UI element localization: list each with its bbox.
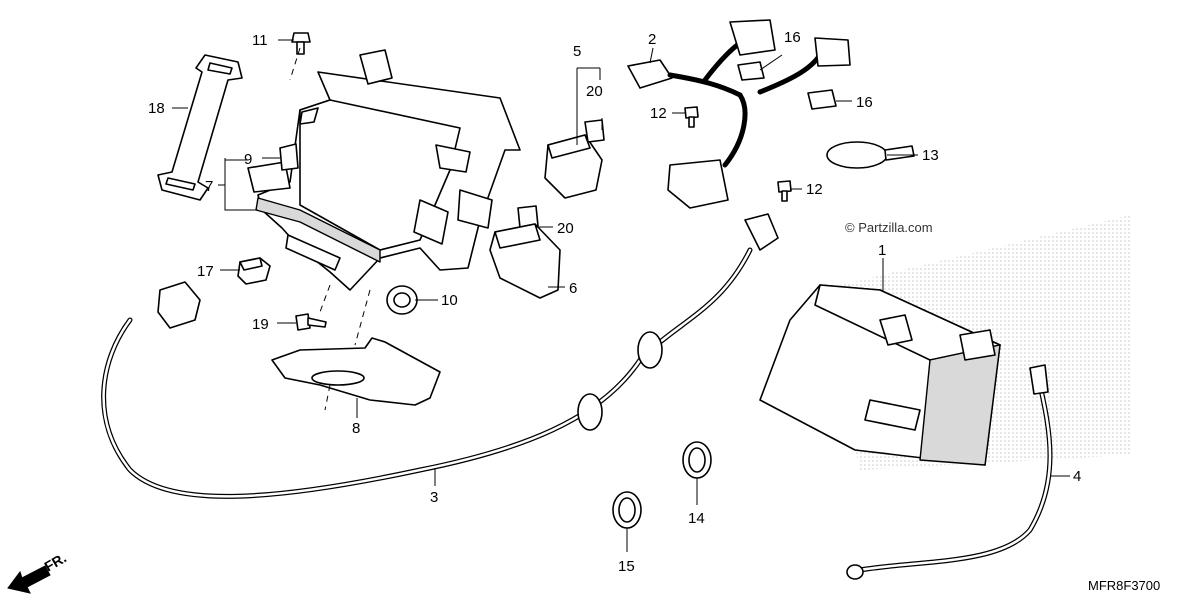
- callout-4: 4: [1073, 468, 1081, 485]
- callout-3: 3: [430, 489, 438, 506]
- callout-16-upper: 16: [784, 29, 801, 46]
- callout-12-upper: 12: [650, 105, 667, 122]
- part-4-cable: [846, 364, 1053, 580]
- guide-line-c: [324, 384, 331, 411]
- guide-line-b: [354, 289, 371, 346]
- part-5-relay: [544, 134, 603, 199]
- callout-1: 1: [878, 242, 886, 259]
- callout-12-lower: 12: [806, 181, 823, 198]
- callout-13: 13: [922, 147, 939, 164]
- callout-5: 5: [573, 43, 581, 60]
- callout-7: 7: [205, 178, 213, 195]
- callout-10: 10: [441, 292, 458, 309]
- callout-16-lower: 16: [856, 94, 873, 111]
- leader-lines: [172, 39, 1070, 552]
- part-15-clamp: [612, 491, 642, 529]
- callout-20-upper: 20: [586, 83, 603, 100]
- guide-line-a: [319, 284, 331, 313]
- part-2-sub-harness: [627, 19, 851, 209]
- part-6-fuse-box: [489, 223, 561, 299]
- callout-11: 11: [252, 32, 268, 49]
- front-direction-arrow: FR.: [7, 549, 69, 594]
- part-18-strap: [157, 54, 243, 201]
- callout-19: 19: [252, 316, 269, 333]
- callout-14: 14: [688, 510, 705, 527]
- watermark-text: © Partzilla.com: [845, 220, 933, 235]
- part-19-bolt: [295, 313, 327, 331]
- part-12-bolt-a: [684, 106, 699, 128]
- part-8-bracket: [271, 337, 441, 406]
- callout-15: 15: [618, 558, 635, 575]
- diagram-code: MFR8F3700: [1088, 578, 1160, 593]
- part-16-connector-a: [737, 61, 765, 81]
- part-17-nut: [237, 257, 271, 285]
- part-11-bolt: [291, 32, 311, 55]
- part-10-grommet: [386, 285, 418, 315]
- part-14-clamp: [682, 441, 712, 479]
- part-12-bolt-b: [777, 180, 792, 202]
- part-3-cable: [101, 213, 779, 499]
- callout-6: 6: [569, 280, 577, 297]
- callout-18: 18: [148, 100, 165, 117]
- callout-20-lower: 20: [557, 220, 574, 237]
- callout-2: 2: [648, 31, 656, 48]
- part-20-fuse-upper: [584, 119, 605, 143]
- callout-8: 8: [352, 420, 360, 437]
- callout-9: 9: [244, 151, 252, 168]
- callout-17: 17: [197, 263, 214, 280]
- part-1-battery: [759, 284, 1001, 466]
- guide-line-d: [289, 47, 301, 81]
- part-16-connector-b: [807, 89, 837, 110]
- part-7-battery-case: [247, 49, 521, 291]
- part-9-clip: [279, 143, 299, 171]
